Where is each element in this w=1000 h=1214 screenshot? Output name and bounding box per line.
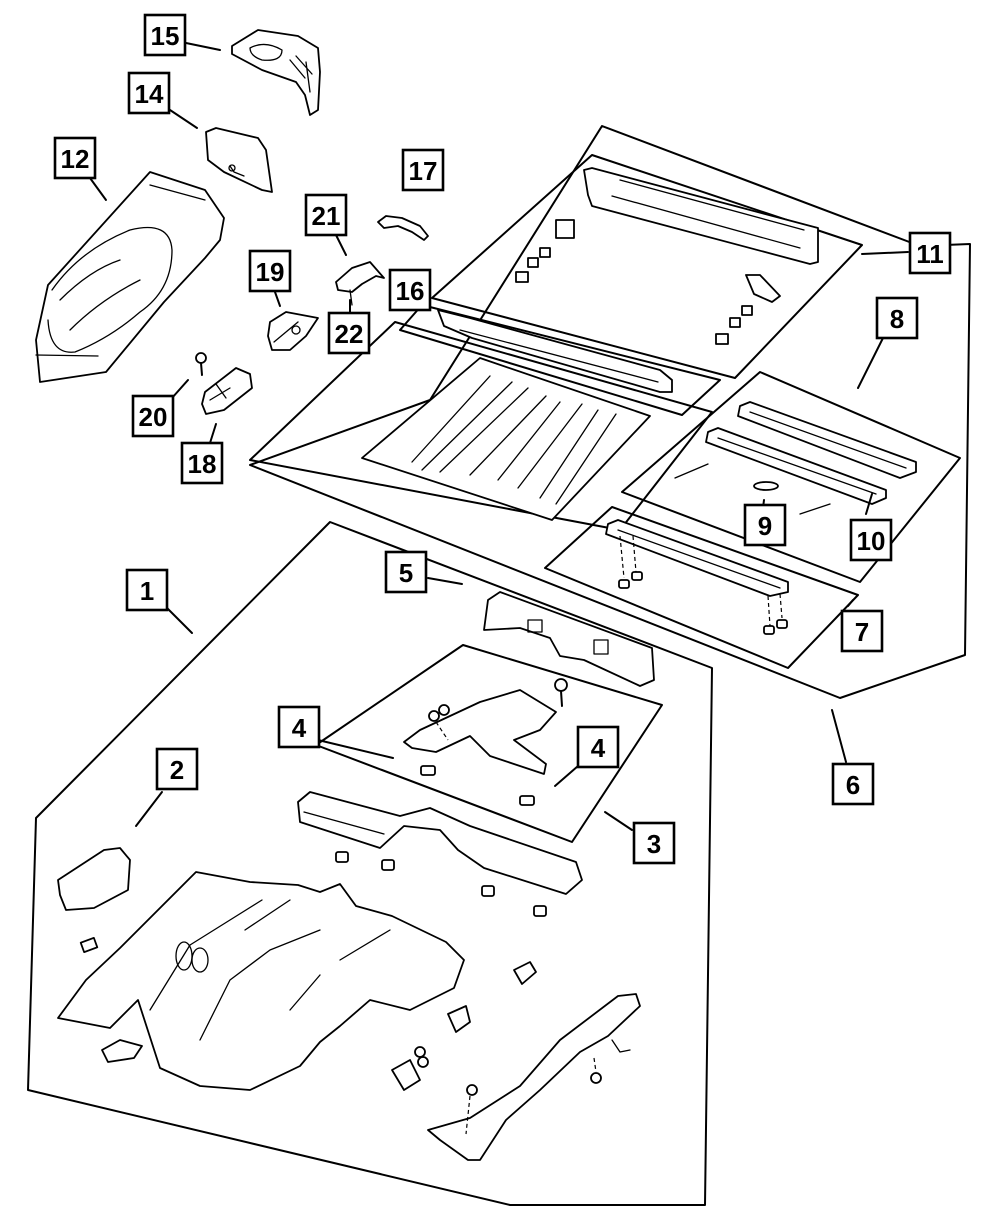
callout-6[interactable]: 6 [831, 762, 875, 806]
callout-label: 12 [61, 144, 90, 174]
part-8-rails[interactable] [674, 401, 917, 515]
group-outline-1 [27, 521, 713, 1206]
callout-5[interactable]: 5 [384, 550, 428, 594]
group-outline-16 [399, 304, 721, 416]
callout-label: 20 [139, 402, 168, 432]
callout-3[interactable]: 3 [632, 821, 676, 865]
leader-lines [89, 42, 909, 831]
callout-label: 3 [647, 829, 661, 859]
callout-label: 2 [170, 755, 184, 785]
part-3-crossmember[interactable] [297, 791, 583, 917]
callout-2[interactable]: 2 [155, 747, 199, 791]
part-19-bracket[interactable] [267, 311, 319, 351]
callout-label: 17 [409, 156, 438, 186]
part-front-floor-pan[interactable] [57, 871, 465, 1091]
part-14-panel[interactable] [205, 127, 273, 193]
callout-9[interactable]: 9 [743, 503, 787, 547]
callout-15[interactable]: 15 [143, 13, 187, 57]
part-17-strap[interactable] [377, 215, 429, 241]
callout-4-right[interactable]: 4 [576, 725, 620, 769]
callout-14[interactable]: 14 [127, 71, 171, 115]
part-5-crossmember[interactable] [483, 591, 655, 687]
callout-12[interactable]: 12 [53, 136, 97, 180]
callout-19[interactable]: 19 [248, 249, 292, 293]
group-outline-8 [621, 371, 961, 583]
part-7-rail[interactable] [605, 519, 789, 635]
callout-21[interactable]: 21 [304, 193, 348, 237]
callout-label: 22 [335, 319, 364, 349]
callout-label: 14 [135, 79, 164, 109]
callout-label: 4 [591, 733, 606, 763]
callout-11[interactable]: 11 [908, 231, 952, 275]
group-outline-3 [315, 644, 663, 843]
part-small-brackets[interactable] [79, 937, 537, 1091]
part-18-bracket[interactable] [201, 367, 253, 415]
callout-18[interactable]: 18 [180, 441, 224, 485]
callout-label: 21 [312, 201, 341, 231]
callout-label: 19 [256, 257, 285, 287]
part-11-crossmember[interactable] [515, 167, 819, 345]
part-20-bolt[interactable] [195, 352, 207, 376]
part-15-bracket[interactable] [231, 29, 321, 116]
callout-label: 15 [151, 21, 180, 51]
part-12-wheelhouse[interactable] [35, 171, 225, 383]
callout-16[interactable]: 16 [388, 268, 432, 312]
callout-20[interactable]: 20 [131, 394, 175, 438]
group-outline-7 [544, 506, 859, 669]
callout-label: 18 [188, 449, 217, 479]
callout-1[interactable]: 1 [125, 568, 169, 612]
callout-label: 16 [396, 276, 425, 306]
callout-label: 6 [846, 770, 860, 800]
part-2-duct[interactable] [57, 847, 131, 911]
callout-7[interactable]: 7 [840, 609, 884, 653]
callout-4-left[interactable]: 4 [277, 705, 321, 749]
callout-22[interactable]: 22 [327, 311, 371, 355]
callout-label: 9 [758, 511, 772, 541]
part-16-rail[interactable] [437, 309, 673, 393]
callout-label: 7 [855, 617, 869, 647]
callout-label: 1 [140, 576, 154, 606]
callout-10[interactable]: 10 [849, 518, 893, 562]
callout-17[interactable]: 17 [401, 148, 445, 192]
callout-label: 11 [916, 239, 944, 269]
part-rear-floor-pan[interactable] [361, 357, 651, 521]
callout-8[interactable]: 8 [875, 296, 919, 340]
part-21-bracket[interactable] [335, 261, 385, 306]
callout-label: 8 [890, 304, 904, 334]
callout-label: 10 [857, 526, 886, 556]
callout-label: 4 [292, 713, 307, 743]
callout-label: 5 [399, 558, 413, 588]
part-front-side-rail[interactable] [427, 993, 641, 1161]
part-4-bracket[interactable] [403, 678, 568, 806]
